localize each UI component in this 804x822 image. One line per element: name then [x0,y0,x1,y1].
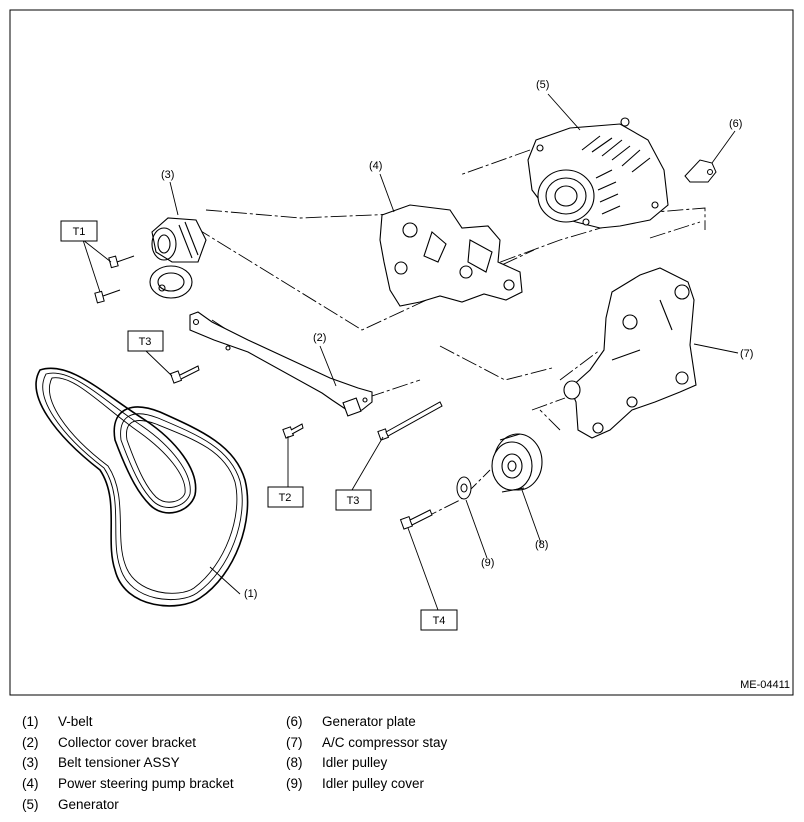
legend-item-number: (5) [22,797,39,812]
tensioner-bolts-drawing [94,255,135,304]
legend-item-number: (9) [286,776,303,791]
callout-7: (7) [740,348,753,360]
idler-pulley-cover-drawing [456,476,472,500]
collector-cover-bracket-drawing [189,311,373,417]
callout-5: (5) [536,79,549,91]
torque-label-t2-text: T1 [73,226,86,238]
callout-3: (3) [161,169,174,181]
generator-drawing [527,117,669,229]
legend-item-number: (8) [286,755,303,770]
legend-item-name: Belt tensioner ASSY [58,755,180,770]
torque-label-t2: T1 [60,220,98,242]
legend-item-number: (1) [22,714,39,729]
belt-tensioner-drawing [149,217,207,299]
torque-label-t3-lower: T3 [335,489,372,511]
callout-4: (4) [369,160,382,172]
torque-label-t1-text: T2 [279,492,292,504]
power-steering-bracket-drawing [379,204,523,307]
legend-item-number: (4) [22,776,39,791]
leader-lines [82,93,739,611]
idler-pulley-drawing [491,433,543,493]
legend-item-name: Power steering pump bracket [58,776,234,791]
legend-item-name: Generator [58,797,119,812]
parts-legend: (1) V-belt (2) Collector cover bracket (… [0,700,804,822]
torque-label-t3-upper-text: T3 [139,336,152,348]
diagram-border [9,9,794,696]
generator-plate-drawing [684,159,717,183]
v-belt-drawing [35,367,249,607]
legend-item-name: A/C compressor stay [322,735,448,750]
callout-6: (6) [729,118,742,130]
exploded-parts-diagram: (1) (2) (3) (4) (5) (6) (7) (8) (9) T1 T… [9,9,794,696]
torque-label-t1: T2 [267,486,304,508]
callout-9: (9) [481,557,494,569]
legend-item-number: (6) [286,714,303,729]
legend-item-number: (3) [22,755,39,770]
legend-item-number: (7) [286,735,303,750]
callout-8: (8) [535,539,548,551]
figure-code: ME-04411 [740,679,790,691]
callout-1: (1) [244,588,257,600]
torque-label-t4-text: T4 [433,615,446,627]
bracket-bolts-drawing [169,365,443,530]
torque-label-t3-lower-text: T3 [347,495,360,507]
legend-item-name: Collector cover bracket [58,735,197,750]
torque-label-t4: T4 [420,609,458,631]
legend-item-number: (2) [22,735,39,750]
ac-compressor-stay-drawing [563,267,697,439]
legend-item-name: Idler pulley cover [322,776,425,791]
legend-item-name: V-belt [58,714,93,729]
legend-item-name: Generator plate [322,714,416,729]
callout-2: (2) [313,332,326,344]
legend-item-name: Idler pulley [322,755,388,770]
torque-label-t3-upper: T3 [127,330,164,352]
